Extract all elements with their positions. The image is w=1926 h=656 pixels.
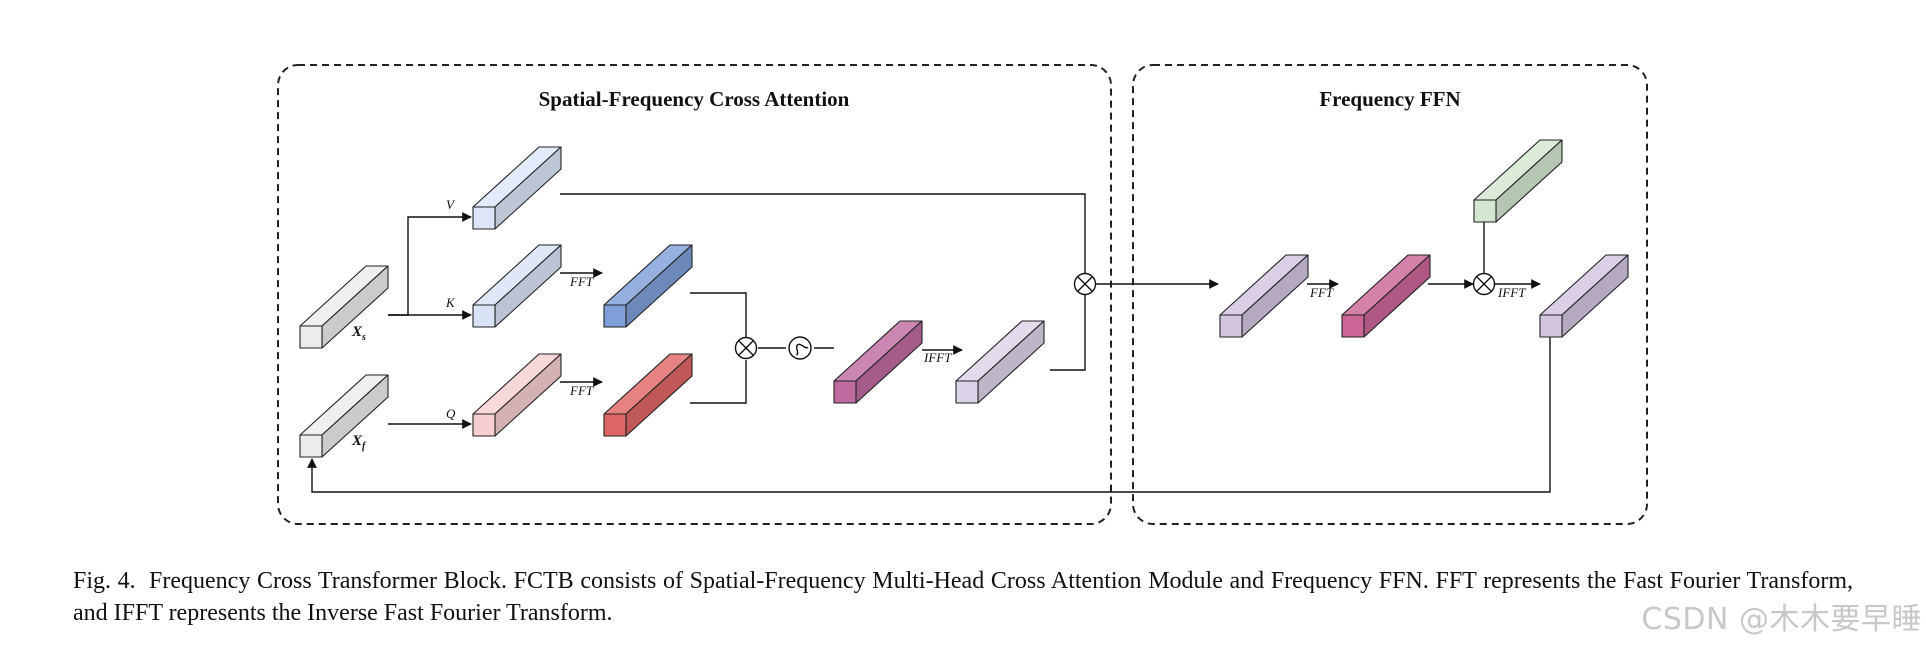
figure-caption: Fig. 4. Frequency Cross Transformer Bloc… <box>73 565 1853 629</box>
softmax-op <box>788 336 812 360</box>
residual-arrow <box>307 336 1551 493</box>
caption-text: Frequency Cross Transformer Block. FCTB … <box>73 568 1854 626</box>
q-tensor <box>472 353 562 437</box>
k-label: K <box>445 295 456 310</box>
ffn-section-title: Frequency FFN <box>1319 87 1460 111</box>
watermark: CSDN @木木要早睡 <box>1641 602 1922 637</box>
fft-ffn-label: FFT <box>1309 285 1334 300</box>
attention-map-tensor <box>833 320 923 404</box>
fft-k-label: FFT <box>569 274 594 289</box>
fft-q-label: FFT <box>569 383 594 398</box>
kfft-to-mult <box>690 292 747 348</box>
ffn-input-tensor <box>1219 254 1309 338</box>
connections <box>307 193 1551 493</box>
xs-subscript: s <box>361 332 366 343</box>
attention-section-box <box>277 64 1112 525</box>
ffn-weight-tensor <box>1473 139 1563 223</box>
ifft-to-mult2 <box>1050 294 1086 371</box>
xf-tensor <box>299 374 389 458</box>
ifft-attn-label: IFFT <box>923 350 952 365</box>
multiply-op-3 <box>1472 272 1496 296</box>
xs-to-v-arrow <box>388 212 472 316</box>
v-to-mult2 <box>560 193 1086 274</box>
tensor-blocks <box>299 139 1629 458</box>
caption-label: Fig. 4. <box>73 568 136 594</box>
v-label: V <box>446 197 456 212</box>
q-fft-tensor <box>603 353 693 437</box>
xs-main: X <box>351 324 363 340</box>
xf-subscript: f <box>362 441 367 452</box>
xf-label: Xf <box>351 433 367 452</box>
multiply-op-2 <box>1073 272 1097 296</box>
k-tensor <box>472 244 562 328</box>
ffn-section-box <box>1132 64 1648 525</box>
xf-main: X <box>351 433 363 449</box>
k-fft-tensor <box>603 244 693 328</box>
qfft-to-mult <box>690 360 747 404</box>
multiply-op-1 <box>734 336 758 360</box>
v-tensor <box>472 146 562 230</box>
ffn-output-tensor <box>1539 254 1629 338</box>
xs-label: Xs <box>351 324 366 343</box>
xs-tensor <box>299 265 389 349</box>
ifft-ffn-label: IFFT <box>1497 285 1526 300</box>
attention-section-title: Spatial-Frequency Cross Attention <box>539 87 850 111</box>
ffn-fft-tensor <box>1341 254 1431 338</box>
q-label: Q <box>446 406 456 421</box>
attn-ifft-tensor <box>955 320 1045 404</box>
